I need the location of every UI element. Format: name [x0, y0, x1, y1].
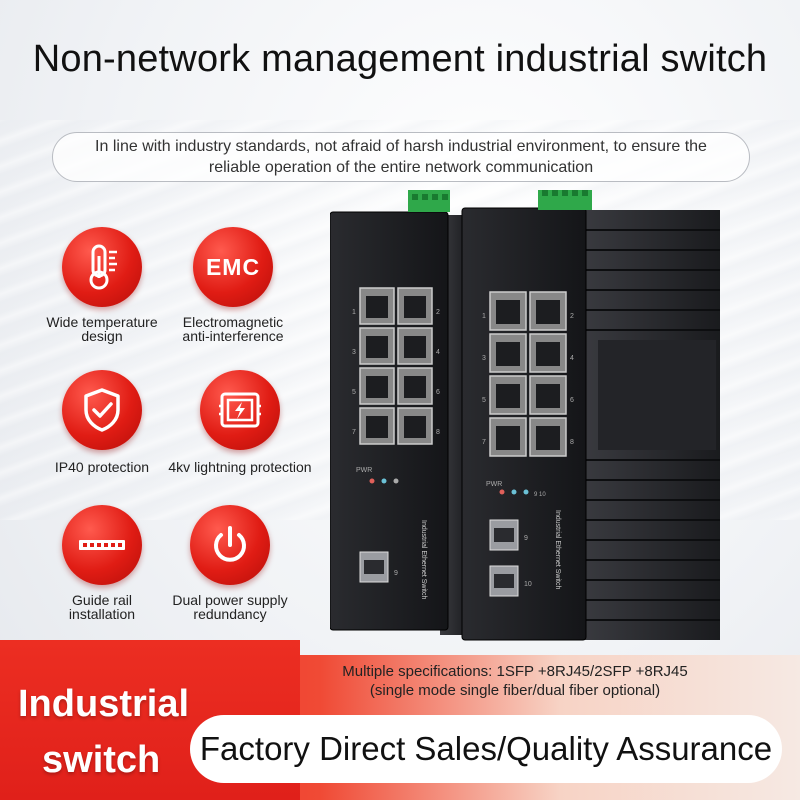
svg-text:6: 6 — [436, 389, 440, 396]
svg-text:2: 2 — [436, 309, 440, 316]
guide-rail-icon — [62, 505, 142, 585]
svg-text:9 10: 9 10 — [534, 492, 546, 498]
left-switch: 1 3 5 7 2 4 6 8 PWR 9 Industrial Etherne… — [330, 190, 470, 635]
svg-text:3: 3 — [482, 355, 486, 362]
feature-label: 4kv lightning protection — [168, 459, 312, 475]
svg-text:2: 2 — [570, 313, 574, 320]
svg-text:5: 5 — [352, 389, 356, 396]
svg-text:1: 1 — [482, 313, 486, 320]
svg-text:6: 6 — [570, 397, 574, 404]
svg-text:3: 3 — [352, 349, 356, 356]
svg-text:Industrial Ethernet Switch: Industrial Ethernet Switch — [420, 520, 427, 599]
svg-text:10: 10 — [524, 581, 532, 588]
svg-text:PWR: PWR — [356, 467, 372, 474]
svg-text:PWR: PWR — [486, 481, 502, 488]
svg-text:9: 9 — [524, 535, 528, 542]
subtitle-banner: In line with industry standards, not afr… — [52, 132, 750, 182]
right-switch: 1 3 5 7 2 4 6 8 PWR 9 10 9 10 Industrial… — [461, 190, 720, 641]
terminal-block — [538, 190, 592, 210]
subtitle-text: In line with industry standards, not afr… — [95, 138, 707, 176]
svg-text:8: 8 — [436, 429, 440, 436]
terminal-block — [408, 190, 450, 212]
svg-text:4: 4 — [436, 349, 440, 356]
svg-text:4: 4 — [570, 355, 574, 362]
power-icon — [190, 505, 270, 585]
emc-icon: EMC — [193, 227, 273, 307]
svg-text:7: 7 — [352, 429, 356, 436]
banner-line2: switch — [42, 739, 161, 781]
shield-check-icon — [62, 370, 142, 450]
feature-lightning: 4kv lightning protection — [160, 370, 320, 474]
feature-label: IP40 protection — [54, 459, 150, 475]
thermometer-icon — [62, 227, 142, 307]
svg-text:Industrial Ethernet Switch: Industrial Ethernet Switch — [554, 510, 561, 589]
lightning-icon — [200, 370, 280, 450]
svg-text:1: 1 — [352, 309, 356, 316]
slogan-text: Factory Direct Sales/Quality Assurance — [199, 730, 773, 767]
banner-line1: Industrial — [18, 683, 190, 725]
slogan-banner: Factory Direct Sales/Quality Assurance — [190, 715, 782, 783]
feature-ip40: IP40 protection — [22, 370, 182, 474]
spec-text: Multiple specifications: 1SFP +8RJ45/2SF… — [342, 663, 688, 699]
svg-text:8: 8 — [570, 439, 574, 446]
page-title: Non-network management industrial switch — [32, 38, 768, 80]
svg-text:9: 9 — [394, 570, 398, 577]
svg-text:5: 5 — [482, 397, 486, 404]
svg-text:7: 7 — [482, 439, 486, 446]
switch-devices-illustration: 1 3 5 7 2 4 6 8 PWR 9 Industrial Etherne… — [330, 190, 720, 641]
